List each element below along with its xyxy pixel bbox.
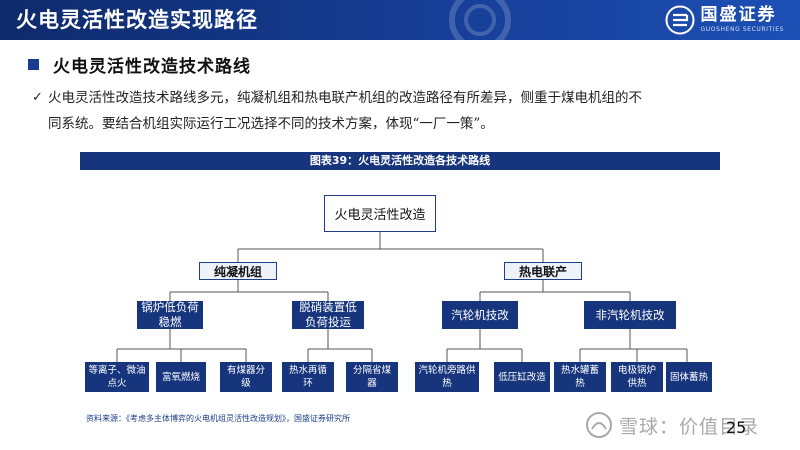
guosheng-logo-icon xyxy=(665,5,695,35)
node-leaf-solid-storage: 固体蓄热 xyxy=(666,362,712,392)
section-heading: 火电灵活性改造技术路线 xyxy=(28,52,251,77)
bullet-line-1: 火电灵活性改造技术路线多元，纯凝机组和热电联产机组的改造路径有所差异，侧重于煤电… xyxy=(48,90,642,106)
node-branch-chp: 热电联产 xyxy=(504,262,582,280)
node-turbine-retrofit: 汽轮机技改 xyxy=(442,301,518,329)
page-title: 火电灵活性改造实现路径 xyxy=(16,8,258,32)
node-leaf-plasma-ignition: 等离子、微油点火 xyxy=(85,362,149,392)
node-leaf-oxygen-combustion: 富氧燃烧 xyxy=(156,362,206,392)
node-non-turbine-retrofit: 非汽轮机技改 xyxy=(584,301,676,329)
bullet-paragraph: ✓ 火电灵活性改造技术路线多元，纯凝机组和热电联产机组的改造路径有所差异，侧重于… xyxy=(32,85,748,137)
header-bar: 火电灵活性改造实现路径 国盛证券 GUOSHENG SECURITIES xyxy=(0,0,800,40)
xueqiu-watermark: 雪球：价值目录 xyxy=(585,405,759,445)
checkmark-icon: ✓ xyxy=(32,90,43,105)
source-note: 资料来源：《考虑多主体博弈的火电机组灵活性改造规划》，国盛证券研究所 xyxy=(86,414,350,423)
node-branch-condensing: 纯凝机组 xyxy=(199,262,277,280)
node-leaf-hot-water-recirc: 热水再循环 xyxy=(282,362,334,392)
header-decoration xyxy=(449,0,511,40)
diagram-title: 图表39：火电灵活性改造各技术路线 xyxy=(80,152,720,170)
node-leaf-hot-water-tank: 热水罐蓄热 xyxy=(554,362,606,392)
logo-name-en: GUOSHENG SECURITIES xyxy=(700,26,784,33)
tech-route-diagram: 图表39：火电灵活性改造各技术路线 火电灵活性改造 纯凝机组 热电联产 锅炉低负… xyxy=(80,152,720,402)
connector-lines xyxy=(116,232,688,362)
page-number: 25 xyxy=(726,418,747,437)
node-leaf-split-economizer: 分隔省煤器 xyxy=(346,362,398,392)
node-root: 火电灵活性改造 xyxy=(324,195,436,232)
snowball-icon xyxy=(586,412,612,438)
node-leaf-economizer-staging: 有煤器分级 xyxy=(220,362,272,392)
node-leaf-electrode-boiler: 电极锅炉供热 xyxy=(611,362,663,392)
node-leaf-lp-cylinder: 低压缸改造 xyxy=(494,362,550,392)
logo-name-cn: 国盛证券 xyxy=(700,5,777,25)
bullet-line-2: 同系统。要结合机组实际运行工况选择不同的技术方案，体现“一厂一策”。 xyxy=(48,116,494,132)
section-title: 火电灵活性改造技术路线 xyxy=(53,57,251,77)
node-leaf-turbine-bypass: 汽轮机旁路供热 xyxy=(415,362,479,392)
guosheng-logo: 国盛证券 GUOSHENG SECURITIES xyxy=(665,4,784,36)
node-denitration: 脱硝装置低负荷投运 xyxy=(292,300,364,329)
watermark-text: 雪球：价值目录 xyxy=(619,415,760,438)
section-square-icon xyxy=(28,59,39,70)
node-boiler-low-load: 锅炉低负荷稳燃 xyxy=(137,300,203,329)
